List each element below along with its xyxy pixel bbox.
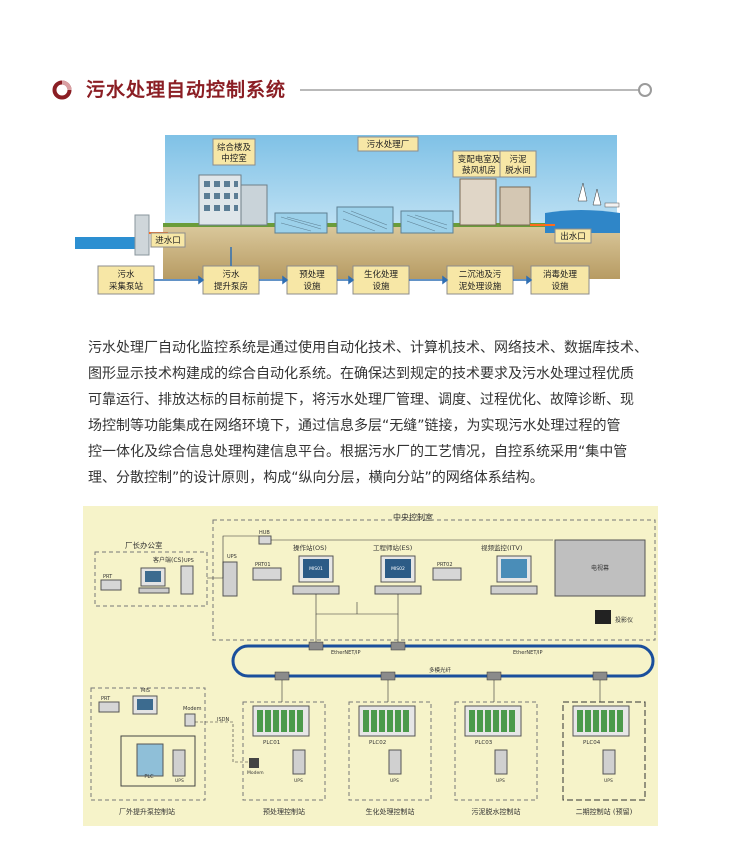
heading-divider	[300, 89, 640, 91]
section-heading: 污水处理自动控制系统	[52, 76, 652, 106]
svg-text:污水: 污水	[222, 269, 240, 280]
svg-text:视频监控(ITV): 视频监控(ITV)	[481, 543, 522, 552]
svg-text:PLC01: PLC01	[263, 740, 280, 746]
svg-text:PLC04: PLC04	[583, 740, 601, 746]
workstation-itv: 视频监控(ITV)	[481, 543, 538, 595]
svg-text:设施: 设施	[372, 281, 390, 292]
svg-text:PLC: PLC	[144, 774, 154, 780]
svg-text:UPS: UPS	[604, 778, 613, 784]
divider-end-circle-icon	[638, 83, 652, 97]
control-station-plc03: PLC03 UPS 污泥脱水控制站	[454, 701, 538, 816]
power-label-2: 鼓风机房	[462, 165, 496, 176]
process-step: 生化处理 设施	[352, 265, 410, 295]
process-step: 污水 提升泵房	[202, 265, 260, 295]
svg-text:Modem: Modem	[183, 706, 202, 712]
isdn-label: ISDN	[217, 717, 229, 723]
sludge-label-2: 脱水间	[505, 165, 531, 176]
svg-text:工程师站(ES): 工程师站(ES)	[373, 543, 412, 552]
svg-text:采集泵站: 采集泵站	[109, 281, 144, 292]
svg-text:UPS: UPS	[496, 778, 505, 784]
office-label-2: 中控室	[221, 153, 247, 164]
svg-text:PRT: PRT	[103, 574, 113, 580]
workstation-es: 工程师站(ES) MIS02	[373, 543, 422, 595]
svg-text:PRT: PRT	[101, 696, 111, 702]
svg-text:生化处理控制站: 生化处理控制站	[366, 807, 415, 816]
svg-text:Modem: Modem	[247, 770, 264, 776]
svg-text:操作站(OS): 操作站(OS)	[293, 543, 327, 552]
svg-text:MIS02: MIS02	[391, 566, 405, 572]
svg-text:EtherNET/IP: EtherNET/IP	[513, 650, 543, 656]
svg-text:生化处理: 生化处理	[364, 269, 399, 280]
svg-text:提升泵房: 提升泵房	[214, 281, 248, 292]
sludge-label-1: 污泥	[509, 154, 527, 165]
description-line: 污水处理厂自动化监控系统是通过使用自动化技术、计算机技术、网络技术、数据库技术、	[88, 340, 648, 356]
svg-text:UPS: UPS	[175, 778, 184, 784]
svg-text:预处理: 预处理	[299, 269, 325, 280]
svg-text:PRT02: PRT02	[437, 562, 453, 568]
workstation-os: 操作站(OS) MIS01	[292, 543, 340, 595]
central-room-label: 中央控制室	[393, 512, 433, 522]
description-line: 场控制等功能集成在网络环境下，通过信息多层“无缝”链接，为实现污水处理过程的管	[88, 418, 621, 434]
outlet-label: 出水口	[560, 231, 586, 242]
circle-marker-icon	[52, 80, 72, 100]
svg-text:PRT01: PRT01	[255, 562, 271, 568]
fiber-label: 多模光纤	[429, 666, 452, 674]
station-label: 厂外提升泵控制站	[119, 807, 175, 816]
svg-text:MIS: MIS	[141, 688, 150, 694]
svg-text:UPS: UPS	[390, 778, 399, 784]
svg-text:UPS: UPS	[227, 554, 237, 560]
svg-text:HUB: HUB	[259, 530, 270, 536]
screen-label: 电视幕	[591, 564, 609, 572]
page-title: 污水处理自动控制系统	[86, 79, 287, 101]
description-line: 可靠运行、排放达标的目标前提下，将污水处理厂管理、调度、过程优化、故障诊断、现	[88, 392, 634, 408]
svg-text:MIS01: MIS01	[309, 566, 323, 572]
svg-text:二沉池及污: 二沉池及污	[459, 269, 502, 280]
svg-text:PLC02: PLC02	[369, 740, 386, 746]
svg-text:PLC03: PLC03	[475, 740, 493, 746]
svg-text:二期控制站 (预留): 二期控制站 (预留)	[576, 807, 633, 816]
control-station-plc01: PLC01 UPS 预处理控制站	[242, 701, 326, 816]
plant-label: 污水处理厂	[367, 139, 410, 150]
ethernet-label: EtherNET/IP	[331, 650, 361, 656]
description-paragraph: 污水处理厂自动化监控系统是通过使用自动化技术、计算机技术、网络技术、数据库技术、…	[88, 335, 660, 491]
manager-office-label: 厂长办公室	[125, 540, 163, 550]
svg-text:设施: 设施	[551, 281, 569, 292]
office-label-1: 综合楼及	[217, 142, 252, 153]
svg-text:消毒处理: 消毒处理	[543, 269, 578, 280]
network-diagram: 中央控制室 厂长办公室 客户端(CS) PRT UPS HUB UPS PRT0…	[83, 506, 658, 826]
svg-text:UPS: UPS	[294, 778, 303, 784]
control-station-plc02: PLC02 UPS 生化处理控制站	[348, 701, 432, 816]
svg-text:UPS: UPS	[184, 558, 194, 564]
process-step: 二沉池及污 泥处理设施	[446, 265, 514, 295]
client-label: 客户端(CS)	[153, 556, 184, 564]
svg-text:设施: 设施	[303, 281, 321, 292]
process-diagram: 污水处理厂 综合楼及 中控室 变配电室及 鼓风机房 污泥 脱水间 进水口 出水口…	[75, 135, 620, 295]
svg-text:污泥脱水控制站: 污泥脱水控制站	[472, 807, 521, 816]
projector-label: 投影仪	[615, 616, 633, 624]
svg-text:泥处理设施: 泥处理设施	[459, 281, 502, 292]
inlet-label: 进水口	[155, 235, 181, 246]
description-line: 理、分散控制”的设计原则，构成“纵向分层，横向分站”的网络体系结构。	[88, 470, 544, 486]
description-line: 图形显示技术构建成的综合自动化系统。在确保达到规定的技术要求及污水处理过程优质	[88, 366, 634, 382]
process-step: 消毒处理 设施	[530, 265, 590, 295]
process-step: 预处理 设施	[286, 265, 338, 295]
svg-text:预处理控制站: 预处理控制站	[263, 807, 305, 816]
description-line: 控一体化及综合信息处理构建信息平台。根据污水厂的工艺情况，自控系统采用“集中管	[88, 444, 628, 460]
flow-arrows	[154, 247, 533, 285]
power-label-1: 变配电室及	[458, 154, 501, 165]
svg-text:污水: 污水	[117, 269, 135, 280]
process-step: 污水 采集泵站	[97, 265, 155, 295]
control-station-plc04: PLC04 UPS 二期控制站 (预留)	[562, 701, 646, 816]
